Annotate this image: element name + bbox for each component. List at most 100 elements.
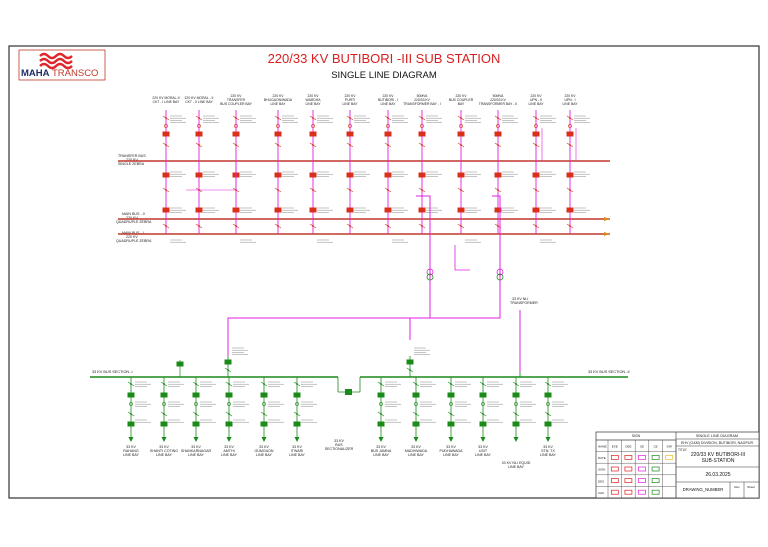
breaker-icon — [162, 172, 170, 178]
sheet-border — [8, 45, 760, 499]
bay-33 — [447, 377, 471, 442]
bay-33 — [512, 377, 536, 442]
sign-row-label: SIGN — [598, 468, 605, 472]
isolator-pivot-icon — [165, 189, 167, 191]
breaker-icon — [127, 392, 135, 398]
svg-text:220/33 KV: 220/33 KV — [490, 98, 507, 102]
svg-text:LINE BAY: LINE BAY — [380, 102, 396, 106]
isolator-pivot-icon — [277, 225, 279, 227]
breaker-icon — [260, 421, 268, 427]
svg-text:33 KV: 33 KV — [259, 445, 269, 449]
isolator-pivot-icon — [421, 117, 423, 119]
svg-text:TRANSFORMER BAY - I: TRANSFORMER BAY - I — [403, 102, 441, 106]
svg-text:50MVA: 50MVA — [417, 94, 429, 98]
breaker-icon — [225, 421, 233, 427]
svg-text:LINE BAY: LINE BAY — [408, 453, 425, 457]
isolator-pivot-icon — [130, 413, 132, 415]
svg-text:BUS JAMNA: BUS JAMNA — [371, 449, 392, 453]
bay-33 — [192, 377, 216, 442]
transformer-taps — [227, 195, 521, 372]
isolator-pivot-icon — [482, 383, 484, 385]
svg-text:33 KV: 33 KV — [126, 445, 136, 449]
bay-33 — [412, 377, 436, 442]
svg-text:220 KV: 220 KV — [126, 216, 138, 220]
breaker-icon — [418, 207, 426, 213]
svg-text:STN. TX: STN. TX — [541, 449, 555, 453]
isolator-pivot-icon — [569, 225, 571, 227]
svg-text:33 KV: 33 KV — [543, 445, 553, 449]
feeder-arrow-icon — [378, 437, 384, 442]
svg-text:BUS: BUS — [335, 443, 343, 447]
breaker-icon — [309, 172, 317, 178]
revision-label: Rev — [734, 485, 740, 489]
isolator-pivot-icon — [460, 189, 462, 191]
feeder-arrow-icon — [294, 437, 300, 442]
svg-text:BUTIBORI - I: BUTIBORI - I — [378, 98, 398, 102]
page-subtitle: SINGLE LINE DIAGRAM — [331, 70, 437, 81]
isolator-pivot-icon — [349, 225, 351, 227]
drawing-date: 26.03.2025 — [705, 472, 730, 478]
svg-text:PURTI: PURTI — [345, 98, 355, 102]
breaker-icon — [162, 207, 170, 213]
svg-text:220 KV: 220 KV — [564, 94, 576, 98]
sign-mark-icon — [624, 455, 633, 460]
isolator-pivot-icon — [165, 225, 167, 227]
svg-text:33 KV: 33 KV — [478, 445, 488, 449]
sign-mark-icon — [638, 489, 646, 495]
isolator-pivot-icon — [349, 144, 351, 146]
isolator-pivot-icon — [450, 413, 452, 415]
ct-icon — [534, 124, 538, 128]
breaker-icon — [412, 421, 420, 427]
svg-text:TRANSFORMER BAY - II: TRANSFORMER BAY - II — [479, 102, 518, 106]
bus-33-section-2-label: 33 KV BUS SECTION -II — [588, 370, 630, 374]
svg-text:MAIN BUS - II: MAIN BUS - II — [122, 212, 145, 216]
isolator-pivot-icon — [497, 117, 499, 119]
breaker-icon — [232, 207, 240, 213]
sign-col-label: SE — [640, 445, 644, 449]
ct-icon — [481, 402, 485, 406]
svg-text:LINE BAY: LINE BAY — [123, 453, 140, 457]
svg-text:TRANSFORMER: TRANSFORMER — [510, 301, 538, 305]
division-name: EHV (O&M) DIVISION, BUTIBORI, NAGPUR — [681, 441, 753, 445]
bay-220 — [532, 110, 556, 243]
svg-text:BUS COUPLER BAY: BUS COUPLER BAY — [220, 102, 253, 106]
breaker-icon — [418, 172, 426, 178]
ct-icon — [568, 124, 572, 128]
breaker-icon — [225, 392, 233, 398]
isolator-pivot-icon — [312, 117, 314, 119]
isolator-pivot-icon — [450, 383, 452, 385]
bay-220 — [384, 110, 408, 243]
isolator-pivot-icon — [263, 413, 265, 415]
breaker-icon — [384, 172, 392, 178]
sign-mark-icon — [651, 466, 660, 472]
isolator-pivot-icon — [515, 413, 517, 415]
breaker-icon — [195, 172, 203, 178]
svg-text:33 KV NLI: 33 KV NLI — [512, 297, 528, 301]
tx1-winding-lv-icon — [426, 273, 434, 281]
bay-220 — [418, 110, 442, 234]
breaker-icon — [447, 392, 455, 398]
breaker-icon — [457, 207, 465, 213]
isolator-pivot-icon — [198, 117, 200, 119]
breaker-icon — [346, 131, 354, 137]
isolator-pivot-icon — [235, 225, 237, 227]
svg-text:SHANTI COTING: SHANTI COTING — [150, 449, 178, 453]
isolator-pivot-icon — [569, 189, 571, 191]
isolator-pivot-icon — [547, 383, 549, 385]
svg-text:220 KV: 220 KV — [530, 94, 542, 98]
svg-text:UPN - I: UPN - I — [564, 98, 575, 102]
isolator-pivot-icon — [163, 383, 165, 385]
isolator-pivot-icon — [421, 144, 423, 146]
breaker-icon — [195, 131, 203, 137]
ct-icon — [262, 402, 266, 406]
isolator-pivot-icon — [296, 413, 298, 415]
